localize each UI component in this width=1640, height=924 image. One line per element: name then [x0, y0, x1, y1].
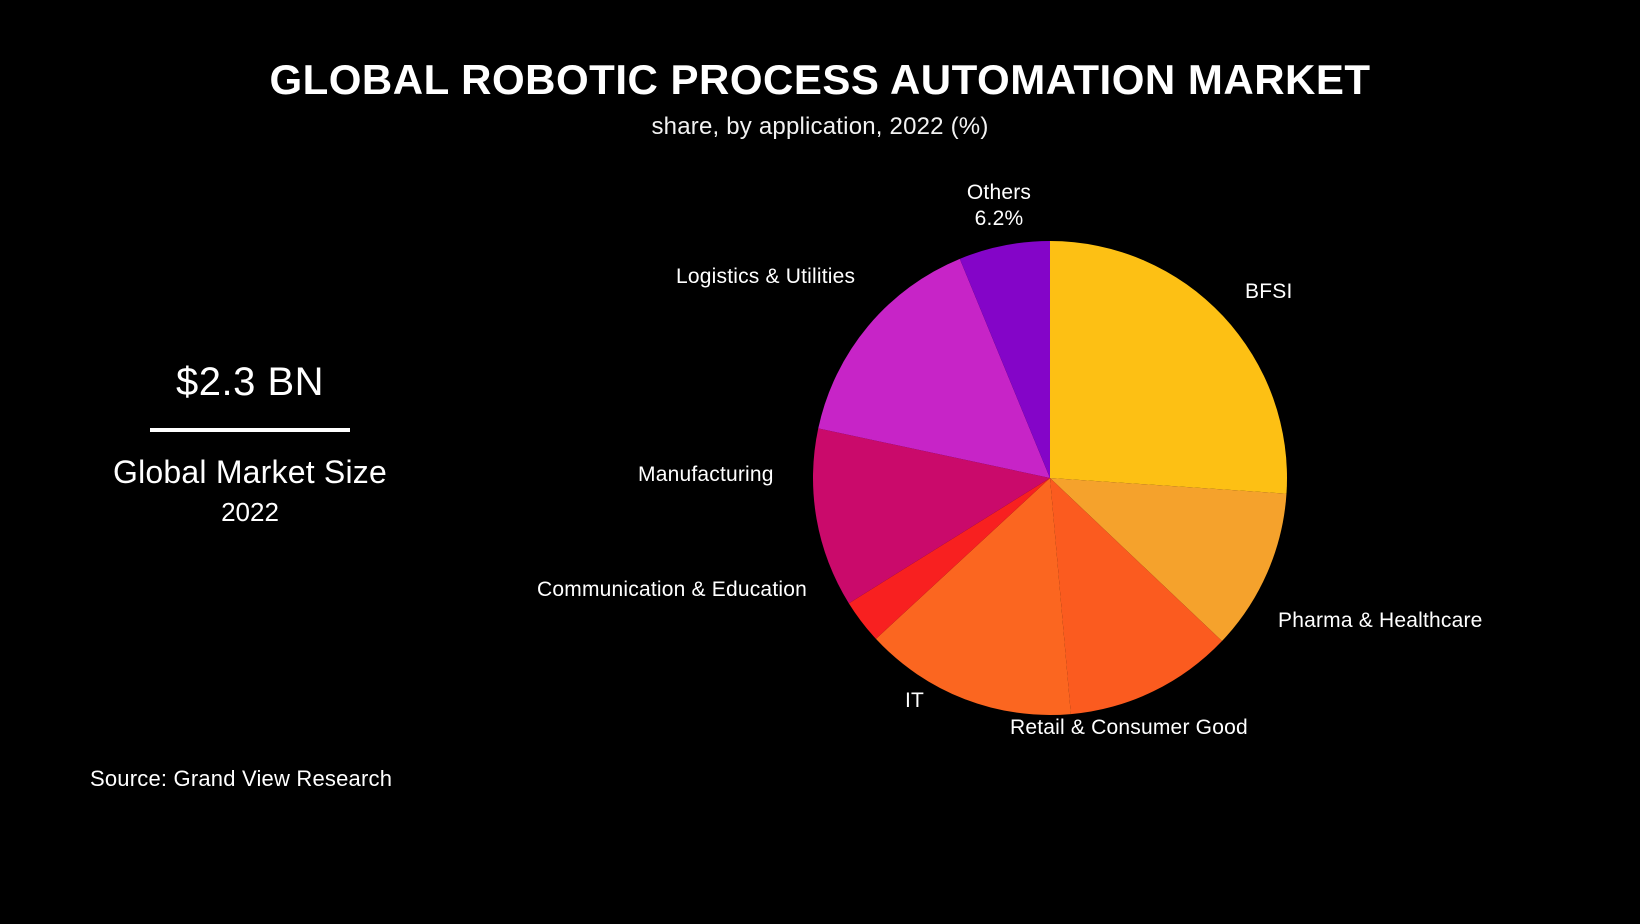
pie-label-others: Others 6.2% [928, 180, 1070, 231]
market-size-label: Global Market Size [113, 454, 387, 490]
pie-slice-communication-education[interactable] [848, 478, 1050, 639]
pie-label-it: IT [905, 689, 925, 712]
stat-panel: $2.3 BN Global Market Size 2022 [90, 360, 410, 528]
pie-slice-others[interactable] [959, 241, 1050, 478]
pie-label-manufacturing: Manufacturing [638, 463, 774, 486]
pie-slice-group [812, 241, 1287, 715]
pie-slice-bfsi[interactable] [1050, 241, 1287, 494]
pie-slice-logistics-utilities[interactable] [818, 258, 1050, 478]
pie-label-others-percent: 6.2% [974, 206, 1024, 230]
pie-chart [812, 240, 1288, 716]
chart-header: GLOBAL ROBOTIC PROCESS AUTOMATION MARKET… [0, 56, 1640, 141]
divider [150, 428, 350, 432]
pie-slice-retail-consumer-good[interactable] [1050, 478, 1223, 715]
chart-subtitle: share, by application, 2022 (%) [651, 113, 989, 141]
pie-slice-manufacturing[interactable] [812, 428, 1050, 604]
pie-label-logistics-utilities: Logistics & Utilities [676, 265, 856, 288]
source-note: Source: Grand View Research [90, 766, 393, 791]
pie-label-pharma-healthcare: Pharma & Healthcare [1278, 609, 1483, 632]
pie-label-communication-education: Communication & Education [537, 578, 807, 601]
pie-slice-pharma-healthcare[interactable] [1050, 478, 1287, 642]
pie-slice-it[interactable] [875, 478, 1071, 715]
market-size-year: 2022 [221, 496, 279, 527]
page-title: GLOBAL ROBOTIC PROCESS AUTOMATION MARKET [269, 56, 1371, 103]
pie-label-bfsi: BFSI [1245, 280, 1293, 303]
pie-svg [812, 241, 1287, 715]
pie-label-others-text: Others [966, 181, 1032, 204]
market-size-value: $2.3 BN [175, 360, 325, 404]
pie-label-retail-consumer-good: Retail & Consumer Good [1010, 716, 1248, 739]
